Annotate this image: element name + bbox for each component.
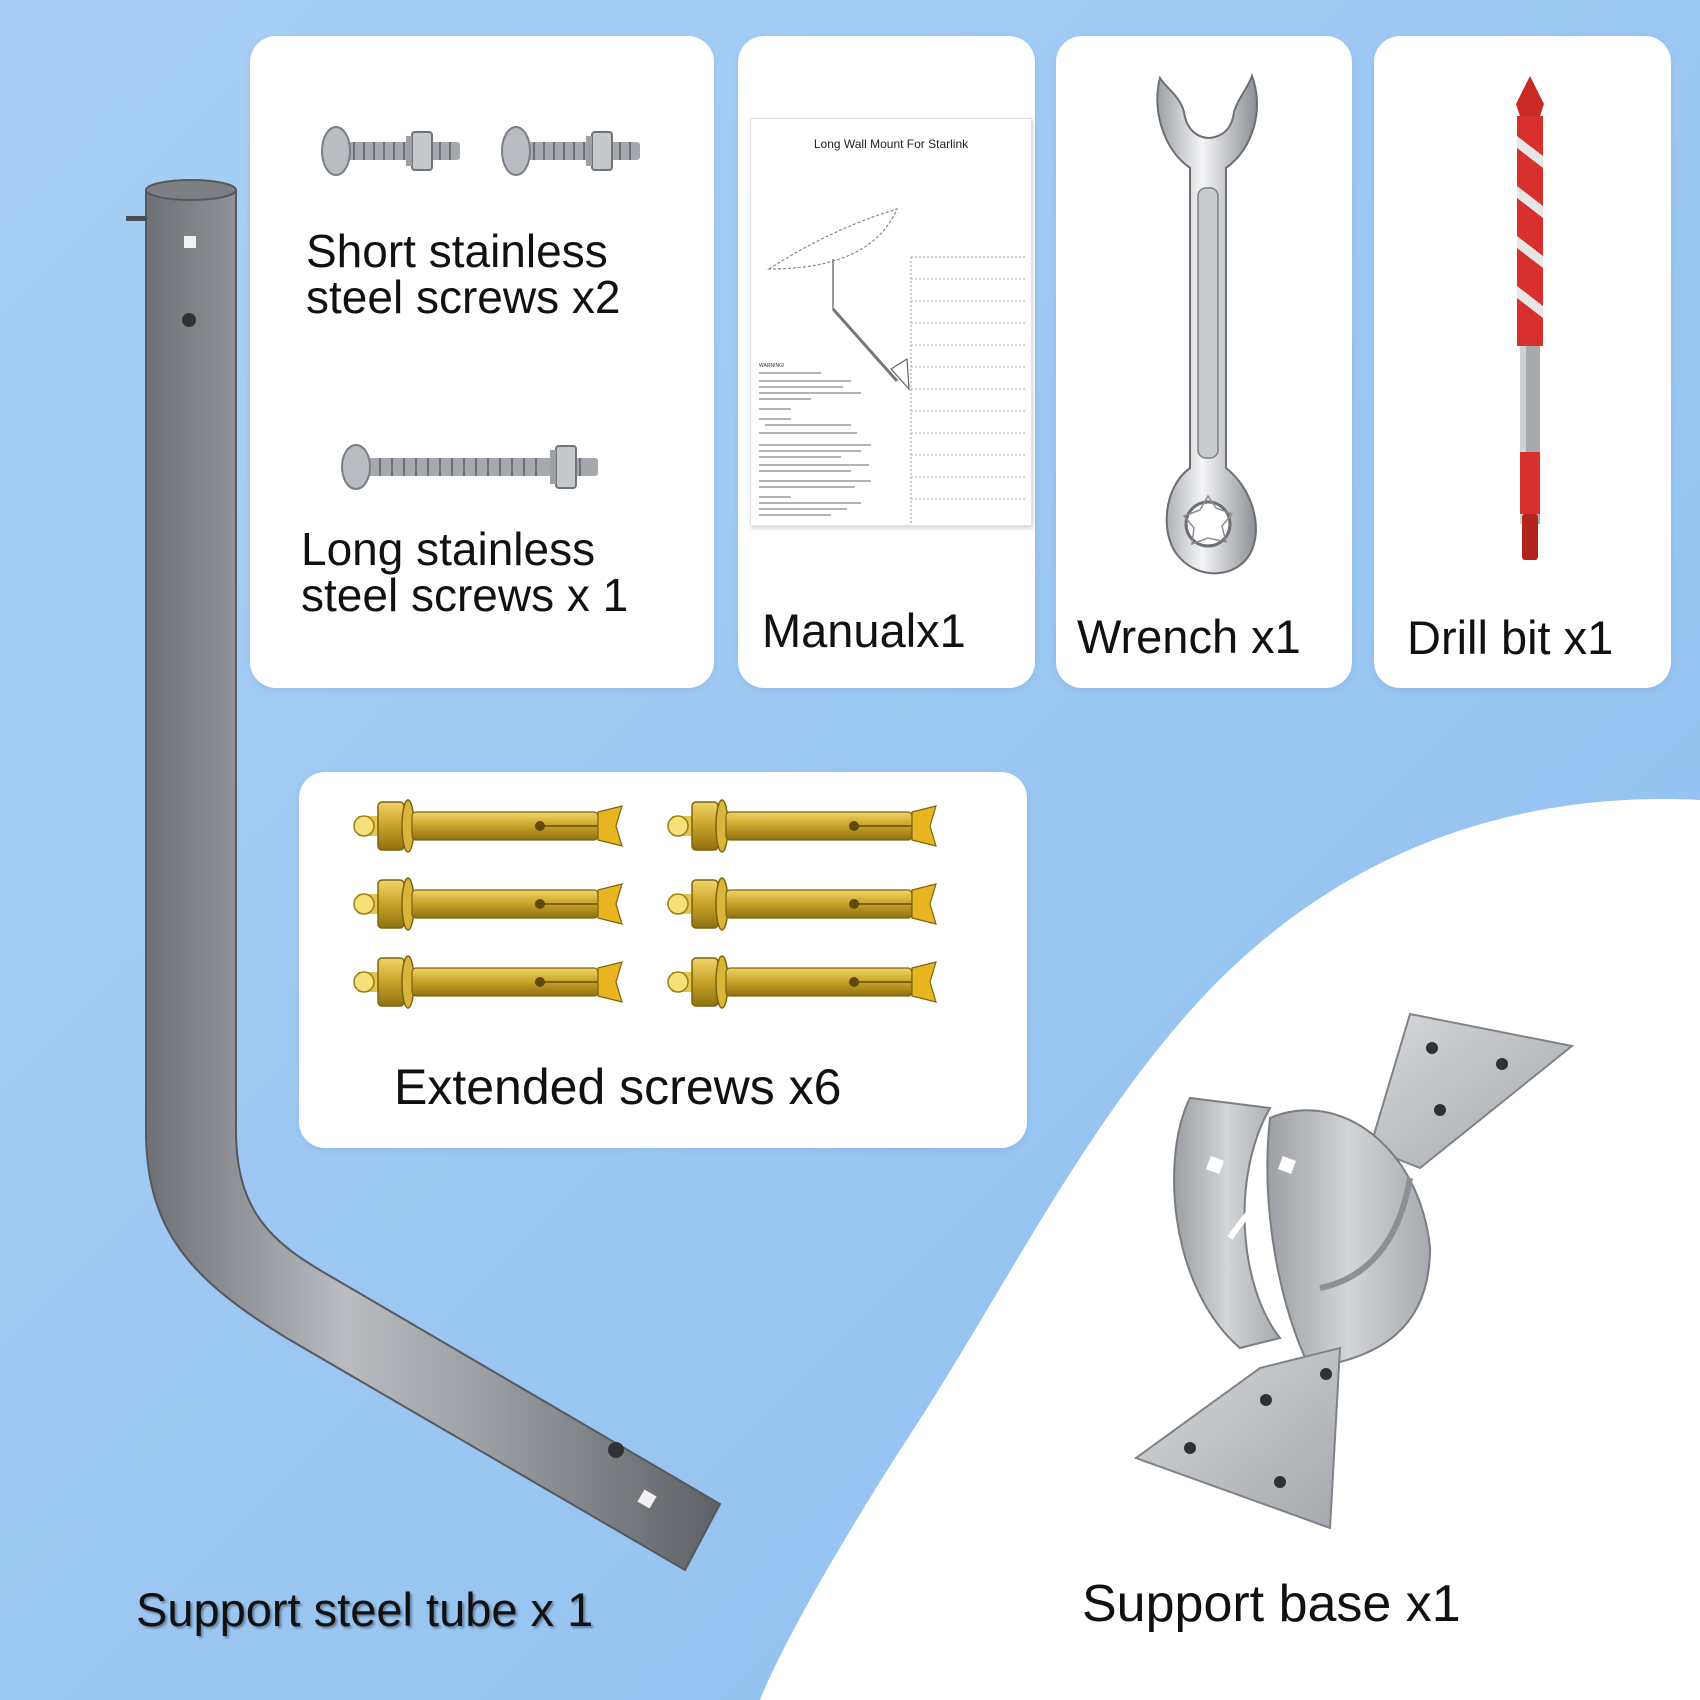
wrench-label: Wrench x1 bbox=[1077, 610, 1301, 663]
manual-heading: WARNING! bbox=[759, 363, 785, 369]
wrench-icon bbox=[1156, 73, 1258, 575]
manual-label: Manualx1 bbox=[762, 604, 966, 657]
steel-tube-icon bbox=[126, 179, 722, 1572]
manual-icon: Long Wall Mount For Starlink W bbox=[750, 118, 1032, 526]
support-base-label: Support base x1 bbox=[1082, 1575, 1461, 1633]
mount-base-icon bbox=[1133, 1012, 1575, 1530]
drill-bit-icon bbox=[1516, 76, 1544, 560]
support-tube-label: Support steel tube x 1 bbox=[136, 1583, 594, 1636]
drill-bit-label: Drill bit x1 bbox=[1407, 611, 1614, 664]
long-screws-label: Long stainless steel screws x 1 bbox=[301, 523, 629, 621]
short-bolt-icon bbox=[321, 126, 460, 176]
long-bolt-icon bbox=[341, 444, 598, 490]
manual-illustration bbox=[759, 208, 1027, 525]
short-screws-label: Short stainless steel screws x2 bbox=[306, 225, 621, 323]
manual-title: Long Wall Mount For Starlink bbox=[813, 137, 969, 151]
extended-screws-label: Extended screws x6 bbox=[394, 1059, 842, 1115]
short-bolt-icon bbox=[501, 126, 640, 176]
